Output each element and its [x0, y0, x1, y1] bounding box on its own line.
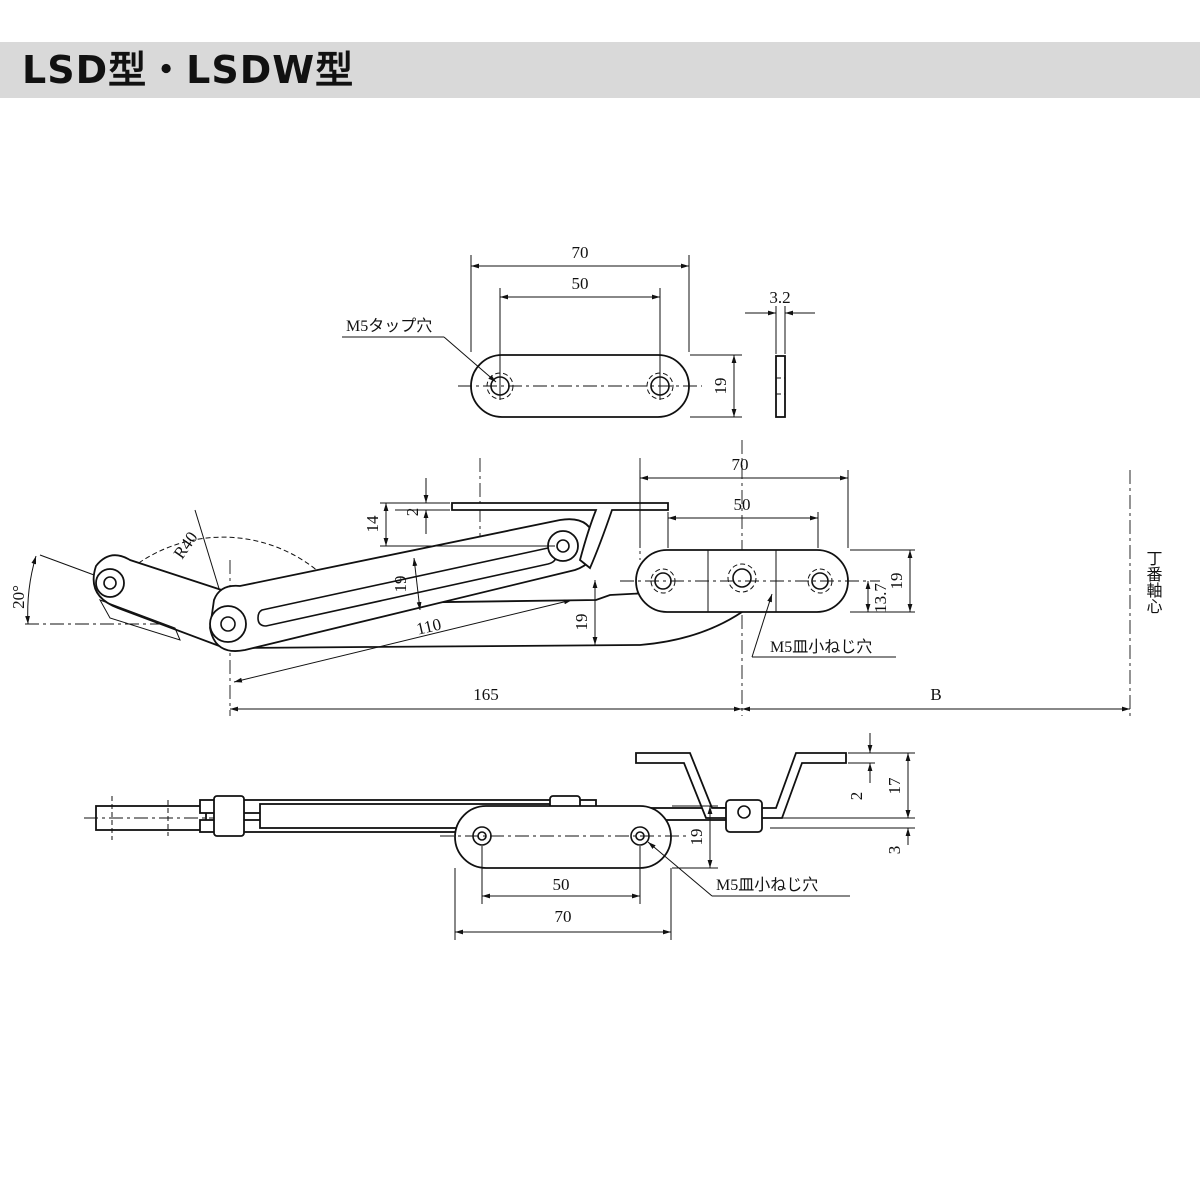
- dim-b: B: [930, 685, 941, 704]
- top-view: 70 50 19 M5タップ穴 3.2: [342, 243, 815, 418]
- bottom-dim-17: 17: [885, 777, 904, 795]
- bottom-dim-50: 50: [553, 875, 570, 894]
- bottom-hole-label: M5皿小ねじ穴: [716, 876, 818, 894]
- front-hole-label: M5皿小ねじ穴: [770, 638, 872, 656]
- dim-13-7: 13.7: [871, 583, 890, 613]
- plate-side: [775, 355, 786, 418]
- thickness-dim: 3.2: [769, 288, 790, 307]
- drop-dim-19: 19: [572, 614, 591, 631]
- bracket-dim-70: 70: [732, 455, 749, 474]
- top-dim-70: 70: [572, 243, 589, 262]
- bottom-dim-19: 19: [687, 829, 706, 846]
- title-bar: LSD型・LSDW型: [0, 42, 1200, 98]
- right-bracket: [635, 549, 849, 613]
- bracket-dim-19: 19: [887, 573, 906, 590]
- dim-14: 14: [363, 515, 382, 533]
- front-view: R40 20° 70: [9, 440, 1163, 716]
- dim-2: 2: [403, 508, 422, 517]
- bottom-view: 17 2 3 19 50 70 M5皿小ねじ穴: [84, 733, 915, 940]
- slot-dim-19: 19: [391, 576, 410, 593]
- radius-dim: R40: [170, 528, 202, 562]
- top-dim-19: 19: [711, 378, 730, 395]
- top-dim-50: 50: [572, 274, 589, 293]
- lower-plate: [454, 805, 672, 869]
- bottom-dim-70: 70: [555, 907, 572, 926]
- hinge-axis-label: 丁番軸心: [1144, 550, 1163, 614]
- page-title: LSD型・LSDW型: [22, 48, 355, 92]
- bottom-dim-3: 3: [885, 846, 904, 855]
- top-bracket: [451, 502, 669, 570]
- angle-dim: 20°: [9, 585, 28, 609]
- tap-hole-label: M5タップ穴: [346, 317, 432, 335]
- bottom-dim-2: 2: [847, 792, 866, 801]
- total-dim-165: 165: [473, 685, 499, 704]
- bracket-dim-50: 50: [734, 495, 751, 514]
